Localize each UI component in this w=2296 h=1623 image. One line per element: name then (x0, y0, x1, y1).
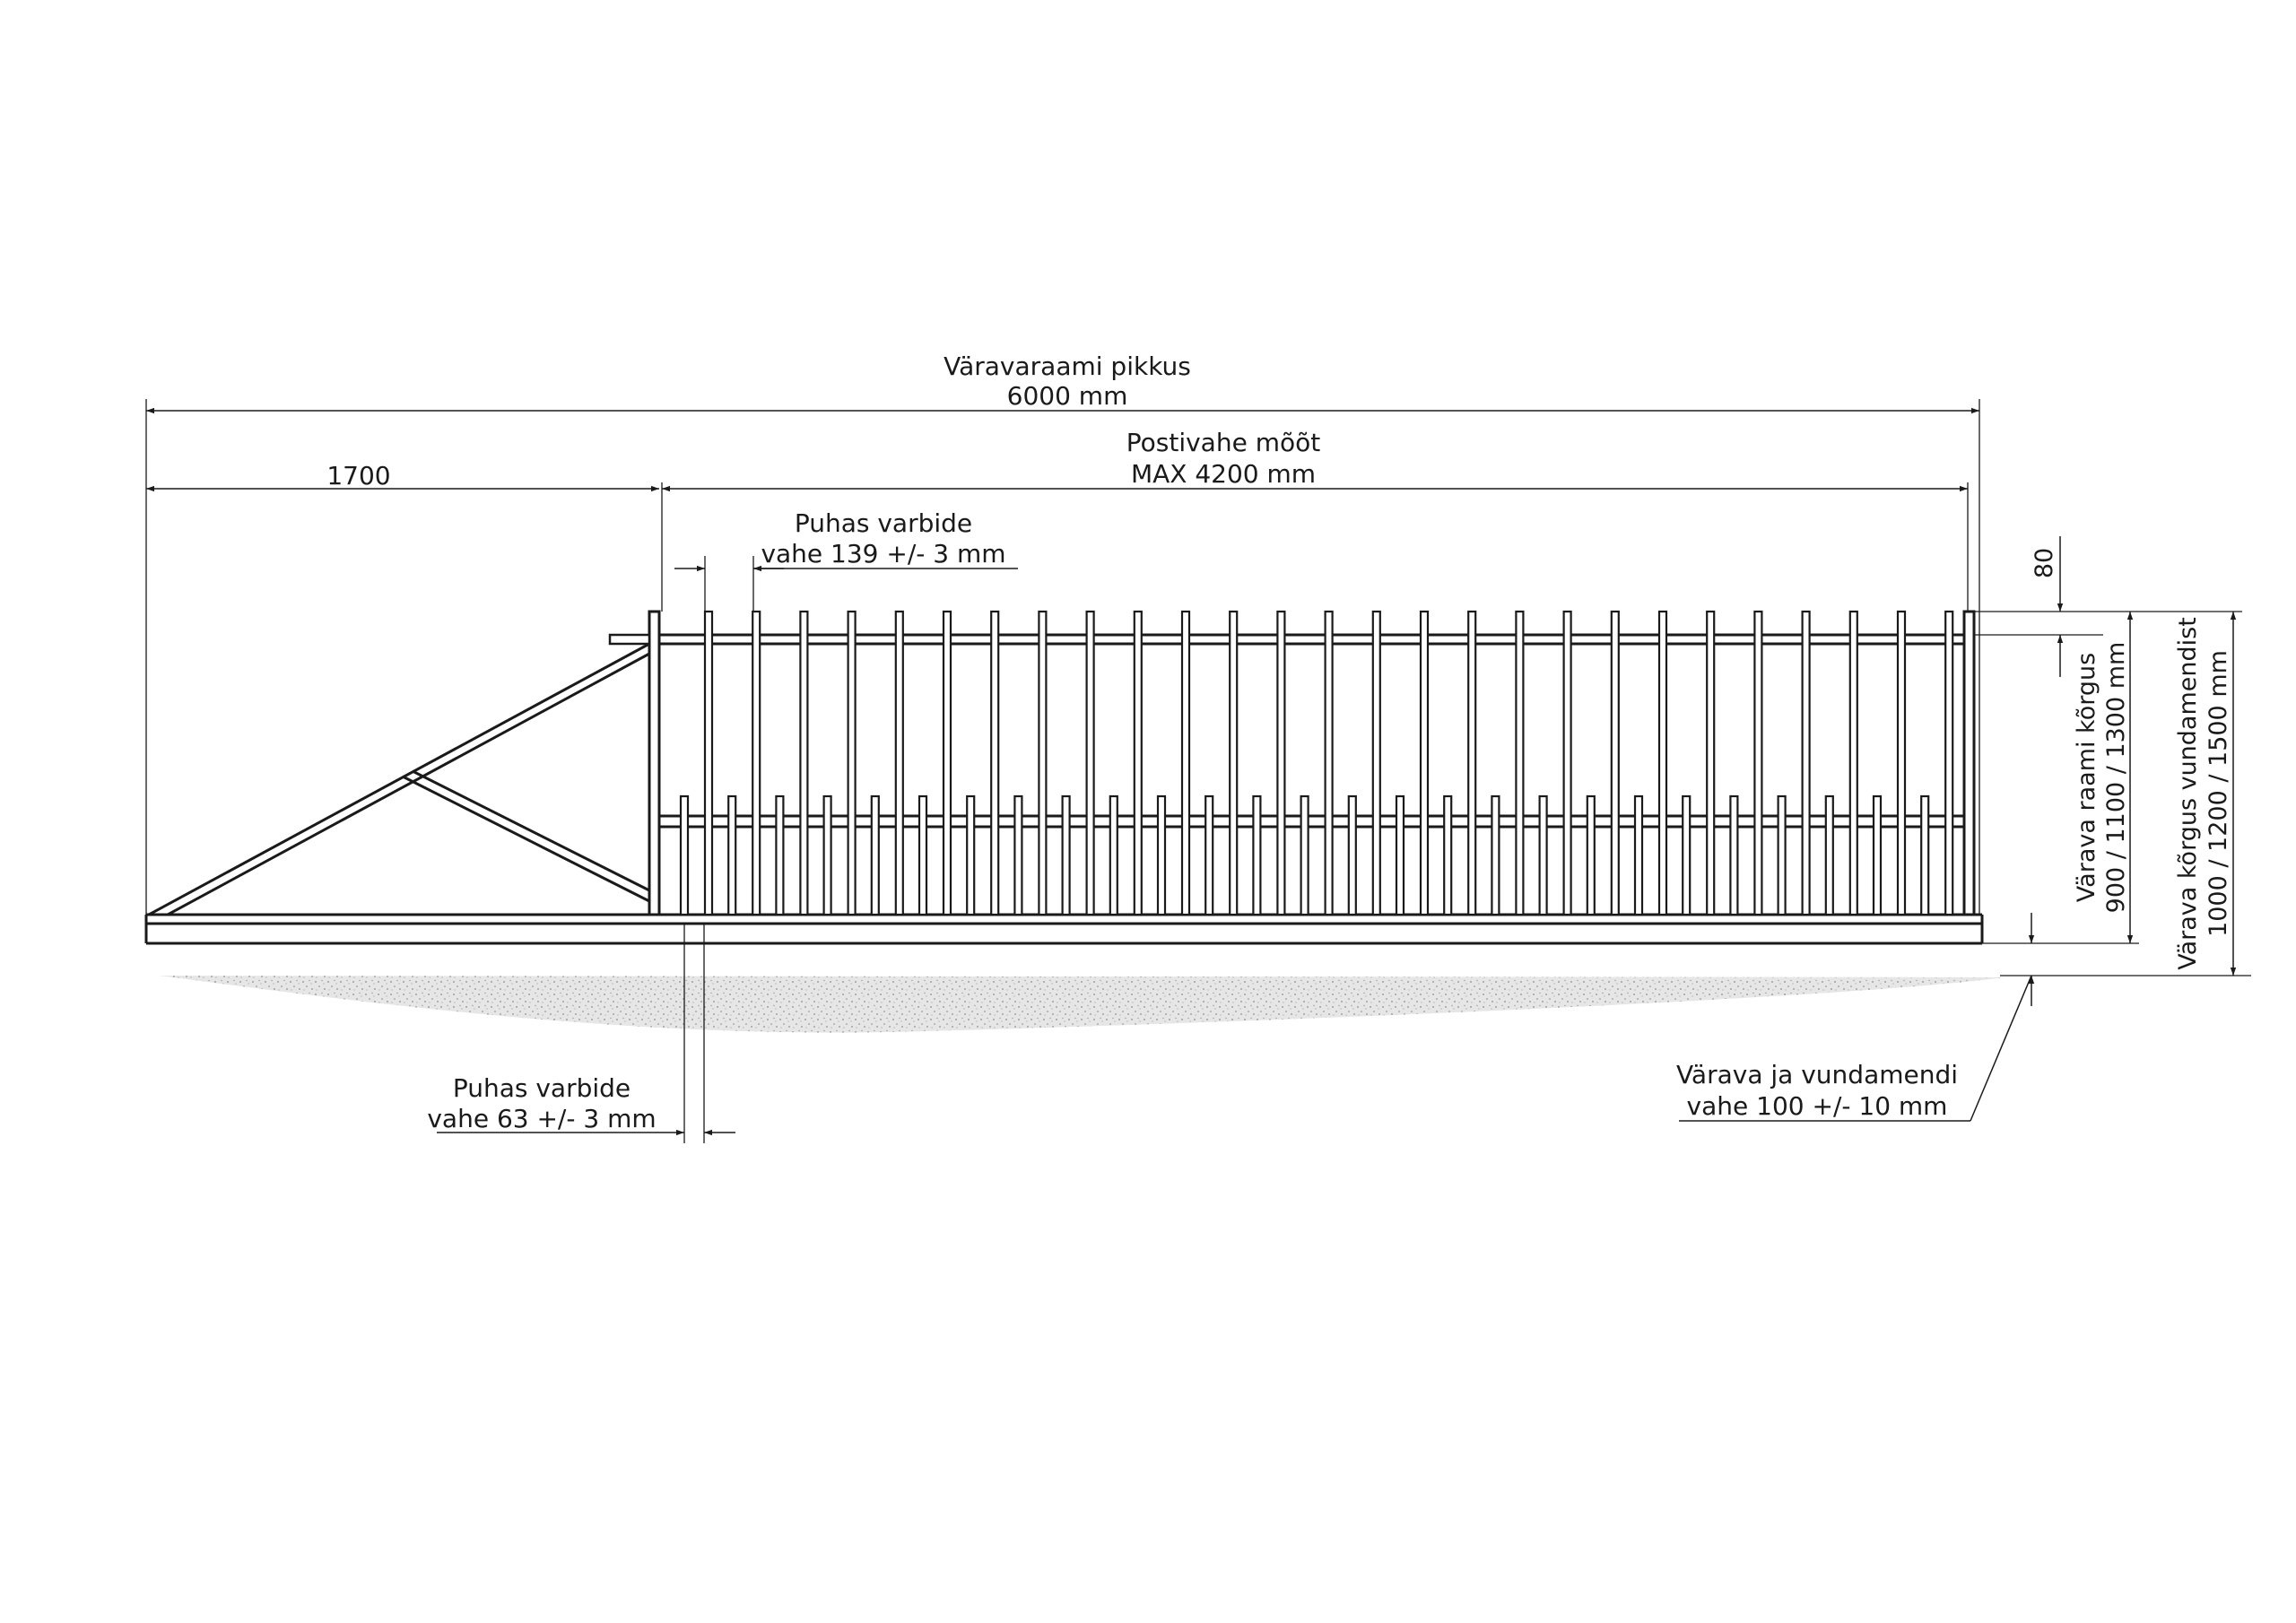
long-bar (1753, 610, 1763, 916)
short-bar (1777, 794, 1787, 916)
short-bar (1013, 794, 1023, 916)
short-bar (870, 794, 880, 916)
short-bar (1109, 794, 1118, 916)
long-bar (1562, 610, 1572, 916)
long-bar (752, 610, 761, 916)
short-bar (966, 794, 976, 916)
vertical-bars-short (679, 794, 1930, 916)
short-bar (1872, 794, 1883, 916)
long-bar (847, 610, 857, 916)
short-bar (1443, 794, 1453, 916)
top-spacing-value: vahe 139 +/- 3 mm (761, 539, 1005, 568)
short-bar (1252, 794, 1262, 916)
total-height-value: 1000 / 1200 / 1500 mm (2205, 650, 2232, 937)
short-bar (1395, 794, 1405, 916)
top-offset-value: 80 (2031, 548, 2058, 578)
counterweight-length-value: 1700 (326, 461, 390, 490)
short-bar (775, 794, 785, 916)
short-bar (1347, 794, 1357, 916)
bottom-rail (144, 913, 1984, 945)
dimension-lines (146, 407, 2237, 1136)
bottom-spacing-value: vahe 63 +/- 3 mm (427, 1104, 656, 1133)
foundation-gap-value: vahe 100 +/- 10 mm (1687, 1091, 1948, 1121)
long-bar (1801, 610, 1811, 916)
foundation-gap-title: Värava ja vundamendi (1676, 1060, 1958, 1089)
long-bar (1038, 610, 1048, 916)
extension-lines (145, 399, 2251, 1143)
short-bar (1538, 794, 1548, 916)
long-bar (1610, 610, 1620, 916)
long-bar (1896, 610, 1907, 916)
short-bar (679, 794, 690, 916)
long-bar (1276, 610, 1286, 916)
short-bar (1156, 794, 1167, 916)
long-bar (990, 610, 1000, 916)
short-bar (1205, 794, 1214, 916)
short-bar (727, 794, 737, 916)
long-bar (1467, 610, 1477, 916)
post-gap-title: Postivahe mõõt (1126, 428, 1321, 457)
long-bar (1180, 610, 1191, 916)
counterweight-truss (148, 633, 651, 916)
long-bar (1419, 610, 1430, 916)
long-bar (703, 610, 714, 916)
short-bar (1491, 794, 1500, 916)
short-bar (1633, 794, 1644, 916)
long-bar (1515, 610, 1525, 916)
long-bar (1324, 610, 1334, 916)
short-bar (1682, 794, 1692, 916)
total-height-title: Värava kõrgus vundamendist (2174, 617, 2202, 970)
long-bar (894, 610, 904, 916)
long-bar (1944, 610, 1954, 916)
post-gap-value: MAX 4200 mm (1131, 459, 1316, 489)
total-length-value: 6000 mm (1007, 381, 1128, 411)
short-bar (822, 794, 832, 916)
foundation-ground (160, 976, 2005, 1033)
short-bar (1061, 794, 1071, 916)
short-bar (1824, 794, 1834, 916)
short-bar (1586, 794, 1596, 916)
frame-height-value: 900 / 1100 / 1300 mm (2102, 642, 2130, 914)
long-bar (1085, 610, 1095, 916)
short-bar (918, 794, 928, 916)
frame-height-title: Värava raami kõrgus (2073, 653, 2100, 902)
top-spacing-title: Puhas varbide (795, 508, 972, 538)
total-length-title: Väravaraami pikkus (944, 352, 1191, 381)
long-bar (1133, 610, 1143, 916)
short-bar (1300, 794, 1309, 916)
long-bar (799, 610, 809, 916)
long-bar (1229, 610, 1239, 916)
bottom-spacing-title: Puhas varbide (453, 1073, 631, 1103)
foundation-gap-leader (1970, 975, 2032, 1122)
long-bar (942, 610, 952, 916)
long-bar (1371, 610, 1381, 916)
top-rail (659, 633, 1966, 646)
vertical-bars-long (703, 610, 1954, 916)
long-bar (1706, 610, 1716, 916)
short-bar (1729, 794, 1739, 916)
gate-post-right (1962, 610, 1976, 916)
gate-post-left (643, 610, 661, 916)
long-bar (1657, 610, 1668, 916)
long-bar (1848, 610, 1858, 916)
short-bar (1920, 794, 1930, 916)
dimension-labels: Väravaraami pikkus 6000 mm 1700 Postivah… (326, 352, 2232, 1133)
